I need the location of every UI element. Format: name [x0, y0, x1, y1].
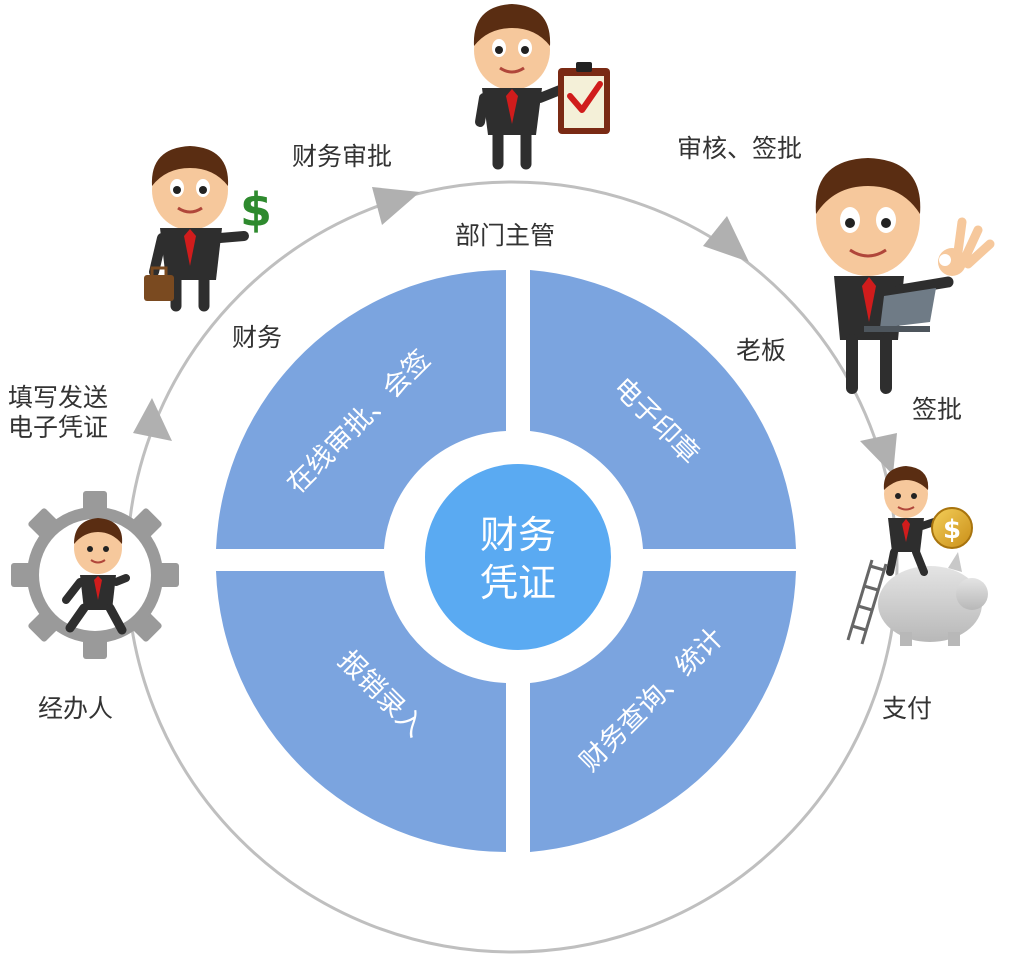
- role-label-dept-manager: 部门主管: [455, 221, 556, 250]
- arrow-to-payment: [860, 433, 897, 475]
- boss-illustration: [815, 158, 995, 394]
- briefcase-icon: [144, 266, 174, 301]
- dollar-sign-icon: $: [240, 183, 272, 237]
- arrow-to-manager: [372, 187, 420, 225]
- center-label-line1: 财务: [480, 513, 556, 557]
- arrow-to-finance: [133, 398, 172, 441]
- arrow-to-boss: [703, 216, 749, 262]
- step-label-fill-send: 填写发送电子凭证: [8, 383, 109, 442]
- piggy-bank-icon: [878, 552, 988, 646]
- svg-text:$: $: [943, 515, 961, 545]
- role-label-boss: 老板: [736, 336, 787, 365]
- manager-illustration: [473, 4, 610, 170]
- coin-icon: $: [931, 507, 973, 549]
- finance-illustration: $: [144, 146, 272, 312]
- step-label-sign-approve: 签批: [912, 395, 963, 424]
- quadrant-ring: [216, 270, 796, 852]
- ok-hand-icon: [938, 217, 995, 276]
- quadrant-bottom-left: [216, 571, 506, 852]
- step-label-finance-approve: 财务审批: [292, 142, 393, 171]
- center-label-line2: 凭证: [480, 561, 556, 605]
- step-label-review-sign: 审核、签批: [677, 134, 803, 163]
- quadrant-top-right: [530, 270, 796, 549]
- handler-illustration: [11, 491, 179, 659]
- role-label-handler: 经办人: [38, 694, 114, 723]
- laptop-icon: [864, 288, 936, 332]
- ladder-icon: [846, 559, 888, 645]
- center-circle: [425, 464, 611, 650]
- quadrant-bottom-right: [530, 571, 796, 852]
- role-label-finance: 财务: [232, 323, 283, 352]
- quadrant-top-left: [216, 270, 506, 549]
- payment-illustration: $: [846, 466, 988, 646]
- running-man-figure: [62, 518, 130, 635]
- clipboard-check-icon: [558, 62, 610, 134]
- role-label-payment: 支付: [882, 694, 933, 723]
